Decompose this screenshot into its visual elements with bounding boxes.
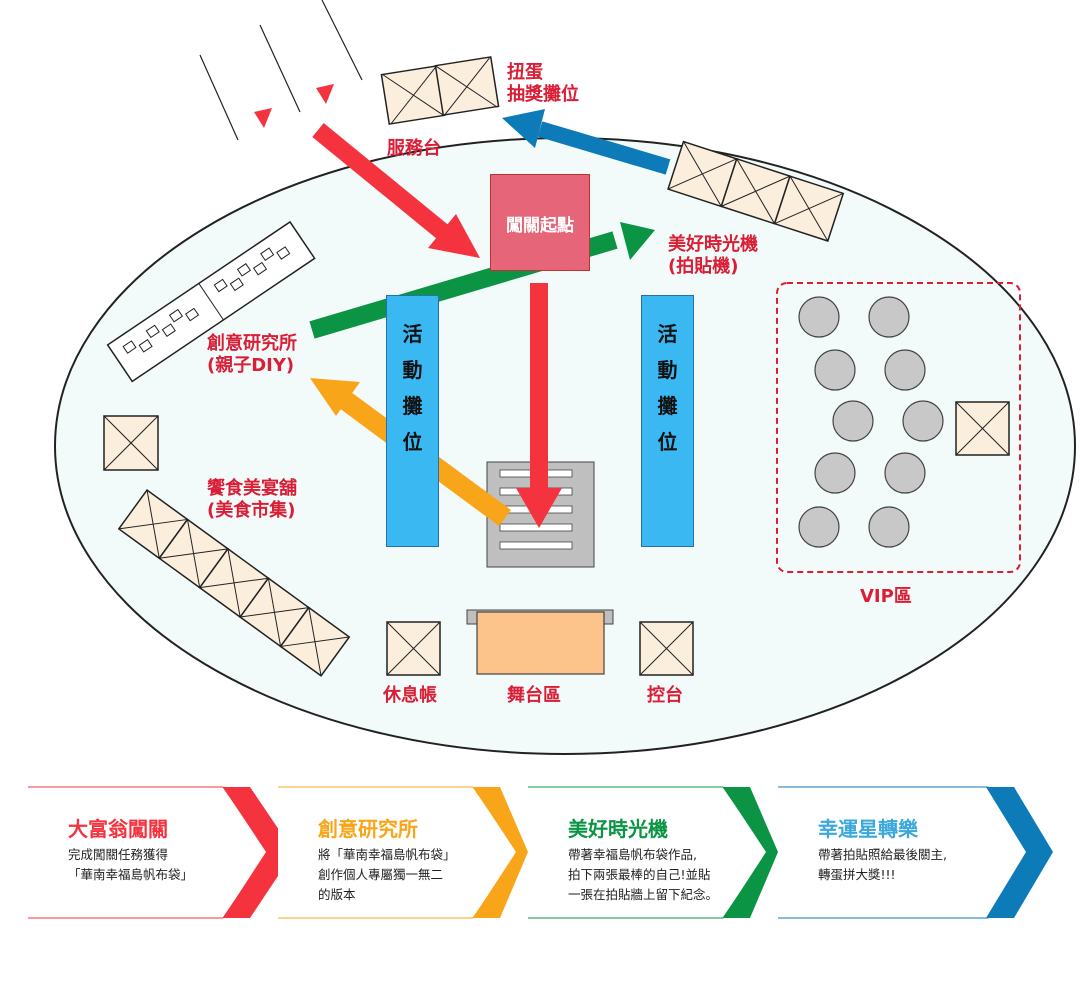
- step-1-desc: 完成闖關任務獲得 「華南幸福島帆布袋」: [68, 847, 194, 882]
- entrance-marker: [316, 84, 334, 104]
- food-label-line1: 饗食美宴舖: [207, 478, 297, 499]
- booth-char: 攤: [657, 394, 678, 418]
- step-1-title: 大富翁闖關: [68, 817, 168, 841]
- rest-tent: [386, 621, 441, 676]
- photo-booth-label-line2: (拍貼機): [668, 256, 739, 277]
- step-3: 美好時光機 帶著幸福島帆布袋作品, 拍下兩張最棒的自己!並貼 一張在拍貼牆上留下…: [528, 785, 778, 920]
- food-label-line2: (美食市集): [207, 500, 296, 521]
- arrow-entrance-to-start: [312, 123, 480, 258]
- photo-booths: [667, 140, 845, 242]
- activity-booth-right: 活 動 攤 位: [641, 295, 694, 547]
- gacha-label-line1: 扭蛋: [507, 62, 543, 83]
- vip-area: [776, 282, 1021, 573]
- creative-label-line1: 創意研究所: [207, 333, 297, 354]
- booth-char: 攤: [402, 394, 423, 418]
- booth-char: 位: [402, 430, 423, 454]
- venue-map: [54, 0, 1076, 755]
- step-4-chevron: [778, 786, 1053, 919]
- food-stalls: [103, 415, 351, 677]
- booth-char: 活: [402, 322, 423, 346]
- step-2-desc: 將「華南幸福島帆布袋」 創作個人專屬獨一無二 的版本: [318, 847, 456, 902]
- step-4-title: 幸運星轉樂: [818, 817, 918, 841]
- start-point: 闖關起點: [490, 174, 590, 271]
- step-4-desc: 帶著拍貼照給最後關主, 轉蛋拼大獎!!!: [818, 847, 947, 882]
- rest-tent-label: 休息帳: [383, 685, 437, 706]
- arrow-photo-to-gacha: [502, 109, 671, 175]
- activity-booth-left: 活 動 攤 位: [386, 295, 439, 547]
- step-4: 幸運星轉樂 帶著拍貼照給最後關主, 轉蛋拼大獎!!!: [778, 785, 1058, 920]
- booth-char: 動: [402, 358, 423, 382]
- step-3-chevron: [528, 786, 778, 919]
- stage-label: 舞台區: [507, 685, 561, 706]
- stage: [476, 611, 605, 675]
- creative-label-line2: (親子DIY): [207, 355, 295, 376]
- step-2-chevron: [278, 786, 528, 919]
- entrance-lines: [199, 0, 363, 141]
- booth-char: 動: [657, 358, 678, 382]
- steps-bar: 大富翁闖關 完成闖關任務獲得 「華南幸福島帆布袋」 創意研究所 將「華南幸福島帆…: [0, 785, 1080, 920]
- vip-booth: [955, 401, 1010, 456]
- step-1: 大富翁闖關 完成闖關任務獲得 「華南幸福島帆布袋」: [28, 785, 278, 920]
- step-3-title: 美好時光機: [568, 817, 668, 841]
- step-1-chevron: [28, 786, 278, 919]
- step-2-title: 創意研究所: [318, 817, 418, 841]
- vip-tables: [798, 296, 944, 548]
- booth-char: 活: [657, 322, 678, 346]
- photo-booth-label-line1: 美好時光機: [668, 234, 758, 255]
- start-label: 闖關起點: [506, 216, 574, 236]
- diy-tables: [106, 220, 316, 383]
- step-2: 創意研究所 將「華南幸福島帆布袋」 創作個人專屬獨一無二 的版本: [278, 785, 528, 920]
- vip-label: VIP區: [860, 586, 912, 607]
- arrow-start-to-stage: [516, 283, 562, 528]
- gacha-label-line2: 抽獎攤位: [507, 84, 579, 105]
- control-label: 控台: [647, 685, 683, 706]
- service-desk-label: 服務台: [387, 138, 441, 159]
- entrance-marker: [254, 108, 272, 128]
- control-booth: [639, 621, 694, 676]
- booth-char: 位: [657, 430, 678, 454]
- step-3-desc: 帶著幸福島帆布袋作品, 拍下兩張最棒的自己!並貼 一張在拍貼牆上留下紀念。: [568, 847, 719, 902]
